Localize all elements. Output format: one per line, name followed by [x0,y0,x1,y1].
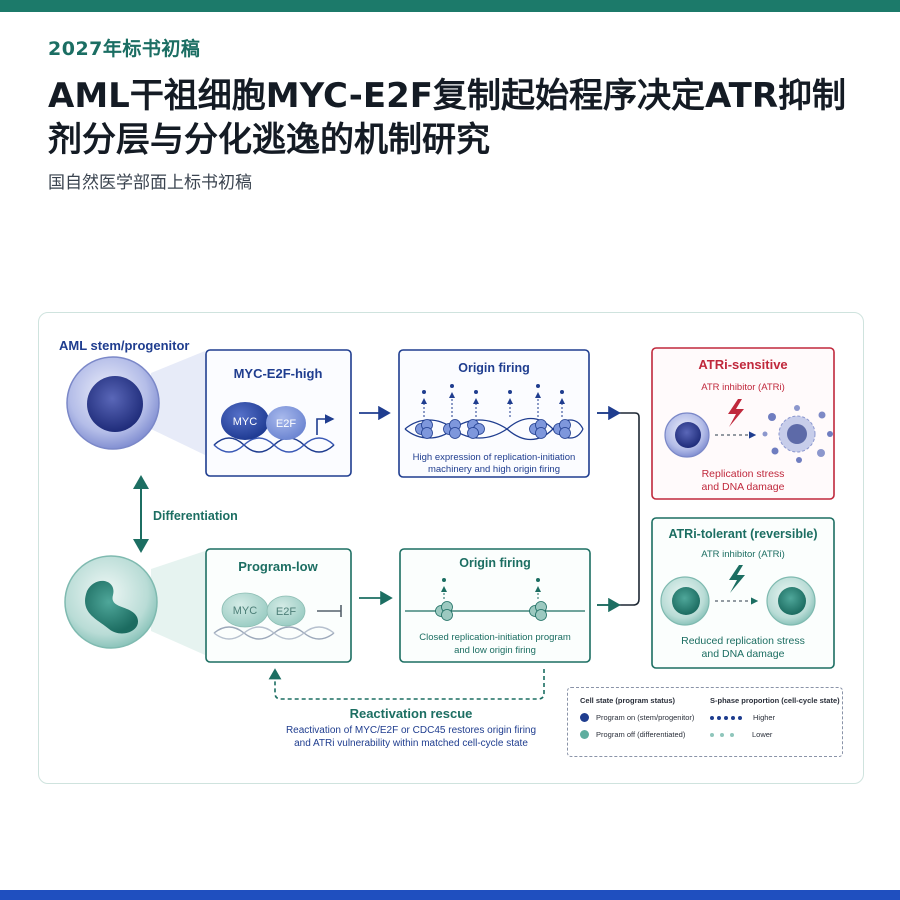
top-accent-bar [0,0,900,12]
atri-tolerant-box [651,517,835,669]
atri-sensitive-caption-2: and DNA damage [702,481,785,493]
origin-firing-high-box [398,349,590,478]
legend-row-lower: Lower [710,730,840,739]
legend-cell-state: Cell state (program status) Program on (… [580,696,694,739]
reactivation-rescue-title: Reactivation rescue [350,706,473,721]
legend-row-program-on: Program on (stem/progenitor) [580,713,694,722]
atri-tolerant-title: ATRi-tolerant (reversible) [668,527,817,541]
e2f-label: E2F [276,418,296,430]
reactivation-rescue-arrow [268,668,545,700]
outcome-bracket [597,412,640,606]
transcription-start-arrow [316,414,335,435]
atri-tolerant-caption-1: Reduced replication stress [681,635,805,647]
tolerant-cell-icon-before [660,576,710,626]
program-off-swatch [580,730,589,739]
mechanism-diagram: AML stem/progenitor Differentiation MYC-… [59,338,835,749]
myc-protein [221,402,269,440]
bottom-accent-bar [0,890,900,900]
mechanism-diagram-panel: AML stem/progenitor Differentiation MYC-… [38,312,864,784]
atri-tolerant-caption-2: and DNA damage [702,648,785,660]
program-low-title: Program-low [238,559,318,574]
myc-label-low: MYC [233,605,258,617]
differentiated-cell-icon [64,551,205,655]
atri-sensitive-drug: ATR inhibitor (ATRi) [701,382,785,393]
myc-e2f-high-title: MYC-E2F-high [234,366,323,381]
atri-lightning-icon [728,399,744,427]
legend-box: Cell state (program status) Program on (… [567,687,843,757]
sensitive-cell-icon [664,412,710,458]
atri-lightning-icon-tolerant [729,565,745,593]
legend-program-off-label: Program off (differentiated) [596,730,686,739]
lower-dots-swatch [710,732,737,737]
atri-tolerant-drug: ATR inhibitor (ATRi) [701,549,785,560]
origin-firing-low-box [399,548,591,663]
legend-sphase-header: S-phase proportion (cell-cycle state) [710,696,840,705]
stem-cell-icon [66,351,205,455]
apoptotic-cell-icon [762,405,833,463]
kicker-label: 2027年标书初稿 [48,38,201,60]
legend-lower-label: Lower [752,730,773,739]
origin-firing-low-caption-1: Closed replication-initiation program [419,632,571,643]
reactivation-rescue-line-2: and ATRi vulnerability within matched ce… [294,738,528,749]
dna-helix-low [213,626,335,640]
firing-arrows-low [441,578,541,599]
e2f-protein [266,406,306,440]
repression-symbol [317,605,342,617]
e2f-label-low: E2F [276,606,296,618]
atri-sensitive-caption-1: Replication stress [702,468,785,480]
reactivation-rescue-line-1: Reactivation of MYC/E2F or CDC45 restore… [286,725,536,736]
legend-sphase: S-phase proportion (cell-cycle state) Hi… [710,696,840,739]
origin-firing-high-caption-2: machinery and high origin firing [428,464,560,475]
higher-dots-swatch [710,715,745,720]
legend-row-program-off: Program off (differentiated) [580,730,694,739]
stem-cell-label: AML stem/progenitor [59,338,190,353]
origin-firing-high-caption-1: High expression of replication-initiatio… [413,452,576,463]
dna-helix-high [213,437,335,453]
myc-label: MYC [233,416,258,428]
legend-higher-label: Higher [753,713,776,722]
atri-sensitive-title: ATRi-sensitive [698,357,787,372]
program-on-swatch [580,713,589,722]
differentiation-label: Differentiation [153,509,238,523]
origin-firing-low-caption-2: and low origin firing [454,645,536,656]
firing-arrows-high [421,384,565,417]
page-subtitle: 国自然医学部面上标书初稿 [48,173,252,193]
tolerant-cell-icon-after [766,576,816,626]
legend-row-higher: Higher [710,713,840,722]
origin-complexes-low [435,601,547,621]
e2f-protein-low [266,595,306,627]
origin-firing-low-title: Origin firing [459,556,531,570]
page-title: AML干祖细胞MYC-E2F复制起始程序决定ATR抑制剂分层与分化逃逸的机制研究 [48,76,847,160]
legend-cell-state-header: Cell state (program status) [580,696,676,705]
legend-program-on-label: Program on (stem/progenitor) [596,713,695,722]
origin-firing-high-title: Origin firing [458,361,530,375]
atri-sensitive-box [651,347,835,500]
origin-complexes-high [415,419,571,439]
